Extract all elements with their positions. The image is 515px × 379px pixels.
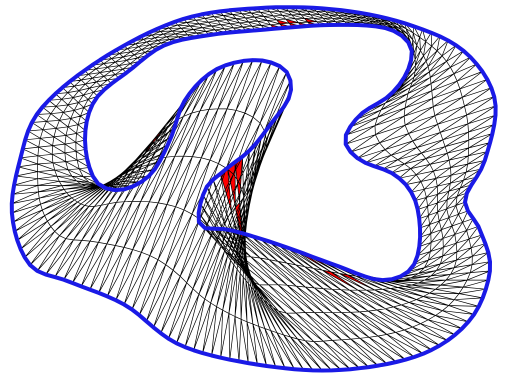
outer-boundary — [9, 5, 498, 373]
inner-boundary — [83, 22, 423, 283]
boundary-curves — [9, 5, 498, 373]
